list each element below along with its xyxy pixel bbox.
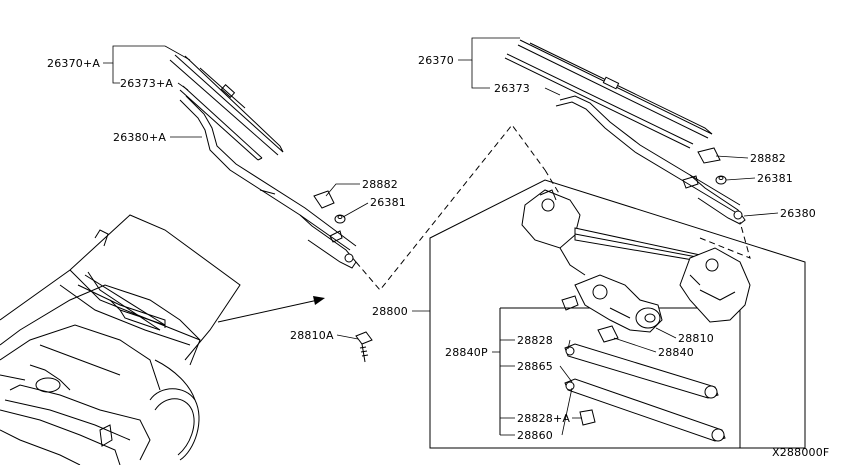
link-rod-lower [564,378,726,442]
wiper-blade-left [169,54,284,161]
bracket-28840 [597,325,619,343]
nut-left [334,214,346,224]
bolt-28810a [355,331,373,363]
car-illustration [0,214,241,465]
label-28882-left: 28882 [362,178,398,191]
bushing [579,409,596,426]
label-28840p: 28840P [445,346,488,359]
pointer-arrow [217,296,325,323]
label-26381-right: 26381 [757,172,793,185]
label-28865: 28865 [517,360,553,373]
nut-right [715,175,727,185]
label-28828: 28828 [517,334,553,347]
wiper-blade-right [504,39,713,149]
label-28810a: 28810A [290,329,334,342]
label-26380: 26380 [780,207,816,220]
cap-left [313,190,335,209]
label-28800: 28800 [372,305,408,318]
label-28860: 28860 [517,429,553,442]
part-labels: 26370+A 26373+A 26380+A 28882 26381 2637… [47,54,829,459]
diagram-code: X288000F [772,446,829,459]
wiper-arm-left [179,95,357,269]
label-26370: 26370 [418,54,454,67]
linkage-assembly [521,189,751,333]
label-28828-a: 28828+A [517,412,570,425]
wiper-arm-right [555,95,746,225]
label-26373-a: 26373+A [120,77,173,90]
label-26381-left: 26381 [370,196,406,209]
label-26370-a: 26370+A [47,57,100,70]
label-28882-right: 28882 [750,152,786,165]
label-26380-a: 26380+A [113,131,166,144]
leader-lines [103,37,779,436]
cap-right [697,147,721,164]
label-28840: 28840 [658,346,694,359]
label-28810: 28810 [678,332,714,345]
label-26373: 26373 [494,82,530,95]
